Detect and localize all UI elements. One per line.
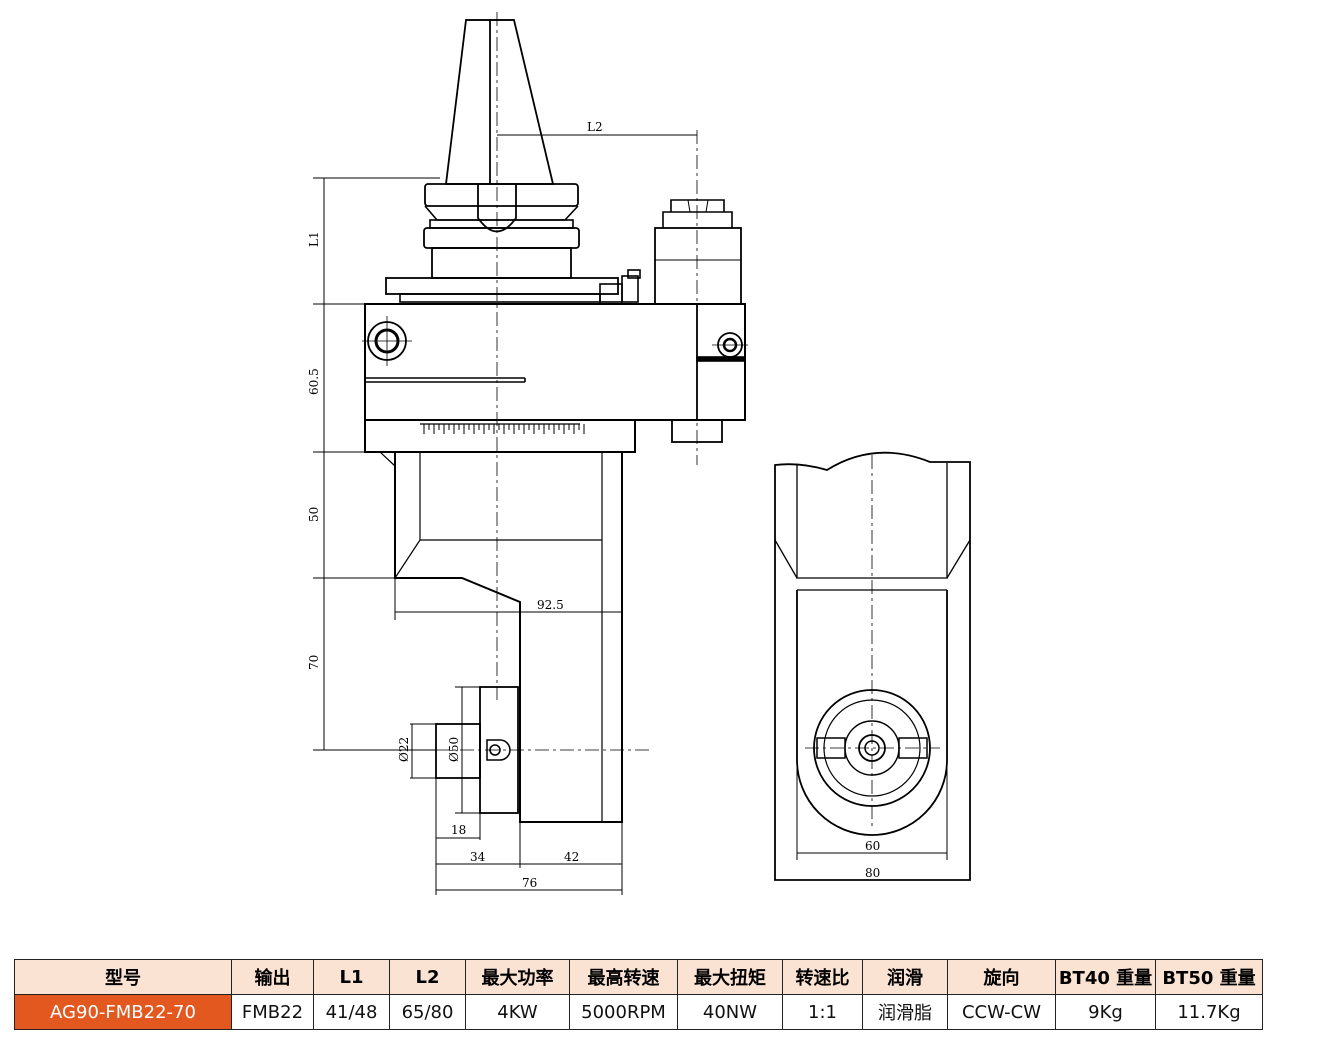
header-model: 型号 (14, 959, 232, 995)
header-bt50-weight: BT50 重量 (1155, 959, 1263, 995)
dim-42: 42 (564, 850, 579, 864)
header-max-power: 最大功率 (465, 959, 570, 995)
dim-l2: L2 (587, 120, 603, 134)
header-rotation: 旋向 (947, 959, 1056, 995)
dim-18: 18 (451, 823, 466, 837)
cell-max-power: 4KW (465, 994, 570, 1030)
dim-l1: L1 (307, 231, 321, 247)
dim-dia50: Ø50 (447, 737, 461, 762)
dim-70: 70 (307, 655, 321, 670)
output-shaft (435, 723, 481, 779)
side-view (774, 451, 971, 881)
header-speed-ratio: 转速比 (782, 959, 863, 995)
spec-table: 型号 输出 L1 L2 最大功率 最高转速 最大扭矩 转速比 润滑 旋向 BT4… (14, 959, 1263, 1030)
flange (424, 183, 579, 207)
cell-bt40-weight: 9Kg (1055, 994, 1156, 1030)
header-max-speed: 最高转速 (569, 959, 678, 995)
cell-rotation: CCW-CW (947, 994, 1056, 1030)
spec-data-row: AG90-FMB22-70 FMB22 41/48 65/80 4KW 5000… (14, 994, 1263, 1030)
dim-60: 60 (865, 839, 880, 853)
vertical-arm (394, 452, 623, 823)
dim-50-vertical: 50 (307, 507, 321, 522)
cell-speed-ratio: 1:1 (782, 994, 863, 1030)
header-l2: L2 (389, 959, 466, 995)
cell-lubrication: 润滑脂 (862, 994, 948, 1030)
dim-60-5: 60.5 (307, 368, 321, 395)
spec-header-row: 型号 输出 L1 L2 最大功率 最高转速 最大扭矩 转速比 润滑 旋向 BT4… (14, 959, 1263, 995)
dim-80: 80 (865, 866, 880, 880)
cell-max-speed: 5000RPM (569, 994, 678, 1030)
header-max-torque: 最大扭矩 (677, 959, 783, 995)
side-housing (774, 451, 971, 881)
front-view (313, 12, 748, 895)
cell-max-torque: 40NW (677, 994, 783, 1030)
dimension-lines (313, 134, 697, 895)
dim-34: 34 (470, 850, 486, 864)
main-housing (364, 303, 746, 421)
dim-92-5: 92.5 (537, 598, 564, 612)
angle-scale (423, 424, 585, 434)
cell-l2: 65/80 (389, 994, 466, 1030)
cell-bt50-weight: 11.7Kg (1155, 994, 1263, 1030)
header-lubrication: 润滑 (862, 959, 948, 995)
cell-model: AG90-FMB22-70 (14, 994, 232, 1030)
dim-dia22: Ø22 (397, 737, 411, 762)
header-l1: L1 (313, 959, 390, 995)
cell-l1: 41/48 (313, 994, 390, 1030)
taper-shank (444, 19, 491, 185)
dim-76: 76 (522, 876, 537, 890)
header-bt40-weight: BT40 重量 (1055, 959, 1156, 995)
cell-output: FMB22 (231, 994, 314, 1030)
technical-drawing: L1 L2 60.5 50 70 92.5 Ø22 Ø50 18 34 42 7… (307, 12, 971, 895)
header-output: 输出 (231, 959, 314, 995)
